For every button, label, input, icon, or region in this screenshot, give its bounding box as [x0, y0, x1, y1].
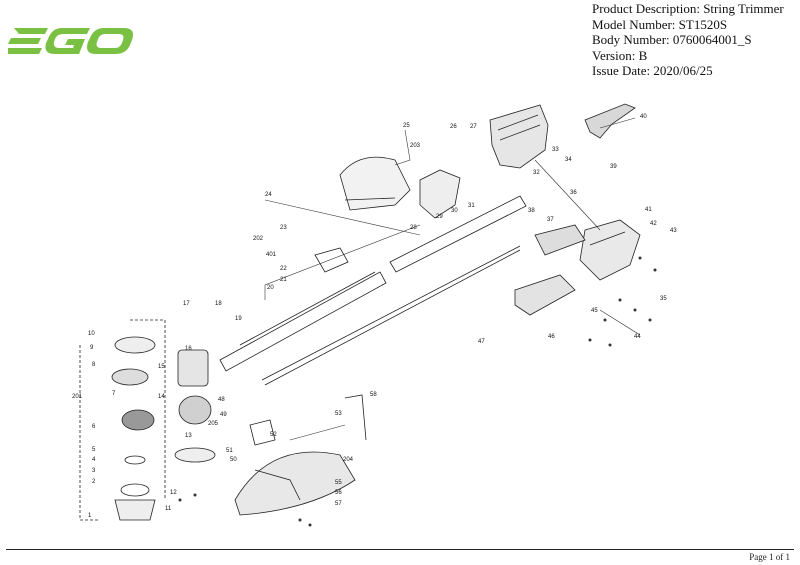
- callout-55: 55: [335, 480, 342, 486]
- callout-19: 19: [235, 316, 242, 322]
- callout-10: 10: [88, 331, 95, 337]
- callout-35: 35: [660, 296, 667, 302]
- body-number: Body Number: 0760064001_S: [592, 32, 752, 47]
- version: Version: B: [592, 47, 648, 63]
- callout-8: 8: [92, 362, 96, 368]
- callout-24: 24: [265, 192, 272, 198]
- callout-23: 23: [280, 225, 287, 231]
- callout-32: 32: [533, 170, 540, 176]
- callout-22: 22: [280, 266, 287, 272]
- footer-divider: [6, 549, 794, 550]
- callout-50: 50: [230, 457, 237, 463]
- callout-47: 47: [478, 339, 485, 345]
- callout-38: 38: [528, 208, 535, 214]
- callout-58: 58: [370, 392, 377, 398]
- callout-44: 44: [634, 334, 641, 340]
- callout-401: 401: [266, 252, 277, 258]
- callout-201: 201: [72, 394, 83, 400]
- callout-43: 43: [670, 228, 677, 234]
- callout-20: 20: [267, 285, 274, 291]
- callout-18: 18: [215, 301, 222, 307]
- callout-52: 52: [270, 432, 277, 438]
- callout-53: 53: [335, 411, 342, 417]
- callout-33: 33: [552, 147, 559, 153]
- callout-56: 56: [335, 490, 342, 496]
- callout-7: 7: [112, 391, 116, 397]
- callout-5: 5: [92, 447, 96, 453]
- callout-29: 29: [436, 214, 443, 220]
- callout-17: 17: [183, 301, 190, 307]
- callout-2: 2: [92, 479, 96, 485]
- callout-46: 46: [548, 334, 555, 340]
- callout-6: 6: [92, 424, 96, 430]
- callout-4: 4: [92, 457, 96, 463]
- callout-42: 42: [650, 221, 657, 227]
- callout-11: 11: [165, 506, 172, 512]
- callout-37: 37: [547, 217, 554, 223]
- product-description: Product Description: String Trimmer: [592, 1, 784, 16]
- callout-25: 25: [403, 123, 410, 129]
- callout-30: 30: [451, 208, 458, 214]
- callout-202: 202: [253, 236, 264, 242]
- callout-15: 15: [158, 364, 165, 370]
- callout-16: 16: [185, 346, 192, 352]
- issue-date: Issue Date: 2020/06/25: [592, 63, 713, 78]
- callout-27: 27: [470, 124, 477, 130]
- callout-21: 21: [280, 277, 287, 283]
- callout-48: 48: [218, 397, 225, 403]
- callout-40: 40: [640, 114, 647, 120]
- callout-26: 26: [450, 124, 457, 130]
- callout-205: 205: [208, 421, 219, 427]
- callout-39: 39: [610, 164, 617, 170]
- callout-45: 45: [591, 308, 598, 314]
- callout-204: 204: [343, 457, 354, 463]
- callout-9: 9: [90, 345, 94, 351]
- callout-14: 14: [158, 394, 165, 400]
- callout-28: 28: [410, 225, 417, 231]
- callout-49: 49: [220, 412, 227, 418]
- callout-1: 1: [88, 513, 92, 519]
- product-info: Product Description: String Trimmer Mode…: [592, 1, 784, 79]
- callout-41: 41: [645, 207, 652, 213]
- page-number: Page 1 of 1: [749, 552, 790, 562]
- callout-36: 36: [570, 190, 577, 196]
- callout-31: 31: [468, 203, 475, 209]
- callout-51: 51: [226, 448, 233, 454]
- callout-3: 3: [92, 468, 96, 474]
- callout-13: 13: [185, 433, 192, 439]
- model-number: Model Number: ST1520S: [592, 16, 728, 32]
- callout-12: 12: [170, 490, 177, 496]
- callout-57: 57: [335, 501, 342, 507]
- callout-203: 203: [410, 143, 421, 149]
- ego-logo: [8, 28, 133, 54]
- callout-34: 34: [565, 157, 572, 163]
